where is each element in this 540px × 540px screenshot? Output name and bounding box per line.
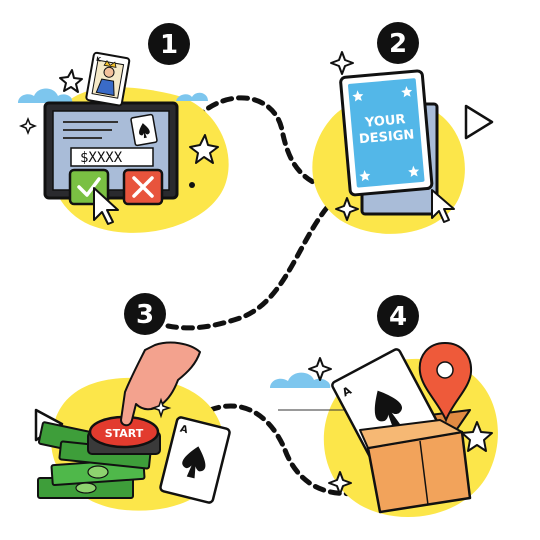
design-text-line1: YOUR	[363, 112, 406, 131]
step-number-badge	[377, 22, 419, 64]
connector-1-2	[193, 95, 333, 193]
star-icon	[352, 90, 364, 102]
step-number: 4	[389, 302, 407, 332]
step-2-design: YOUR DESIGN 2	[312, 22, 494, 234]
step-number: 1	[160, 30, 178, 60]
step-number-badge	[148, 23, 190, 65]
hand-icon	[120, 341, 201, 427]
cursor-icon	[431, 189, 455, 223]
sparkle-icon	[150, 397, 172, 419]
sparkle-icon	[328, 471, 352, 495]
start-button-label: START	[105, 427, 144, 440]
cloud-icon	[176, 92, 208, 101]
star-icon	[408, 165, 420, 177]
price-text: $XXXX	[80, 150, 123, 166]
star-icon	[189, 134, 219, 164]
cloud-icon	[18, 88, 73, 103]
ace-spade-card: A	[159, 416, 231, 504]
step-4-delivery: A 4	[270, 295, 498, 518]
design-card: YOUR DESIGN	[339, 69, 434, 197]
svg-text:K: K	[95, 56, 101, 64]
star-icon	[359, 169, 371, 182]
svg-text:A: A	[179, 424, 189, 437]
design-text-line2: DESIGN	[358, 127, 415, 147]
location-pin-icon	[418, 341, 473, 423]
sparkle-icon	[330, 51, 354, 75]
cloud-icon	[270, 372, 331, 388]
sparkle-icon	[308, 357, 332, 381]
star-icon	[461, 421, 493, 452]
triangle-icon	[464, 104, 494, 140]
sparkle-icon	[335, 197, 359, 221]
step-1-payment: $XXXX K 1	[18, 23, 229, 233]
step-3-start: START A 3	[34, 293, 231, 511]
step-number-badge	[377, 295, 419, 337]
price-field	[70, 147, 154, 167]
king-card: K	[85, 51, 131, 107]
step-number-badge	[124, 293, 166, 335]
box-edge	[419, 440, 429, 506]
box-front-flap	[359, 419, 463, 449]
sparkle-icon	[18, 116, 38, 136]
connector-2-3	[165, 193, 341, 331]
star-icon	[401, 85, 413, 98]
star-icon	[59, 69, 83, 93]
spade-icon	[139, 123, 150, 139]
step-number: 3	[136, 300, 154, 330]
pin-hole	[436, 361, 454, 379]
x-icon	[132, 176, 154, 198]
check-icon	[77, 177, 101, 197]
step-number: 2	[389, 29, 407, 59]
cursor-icon	[93, 187, 119, 225]
dot-icon	[189, 182, 195, 188]
